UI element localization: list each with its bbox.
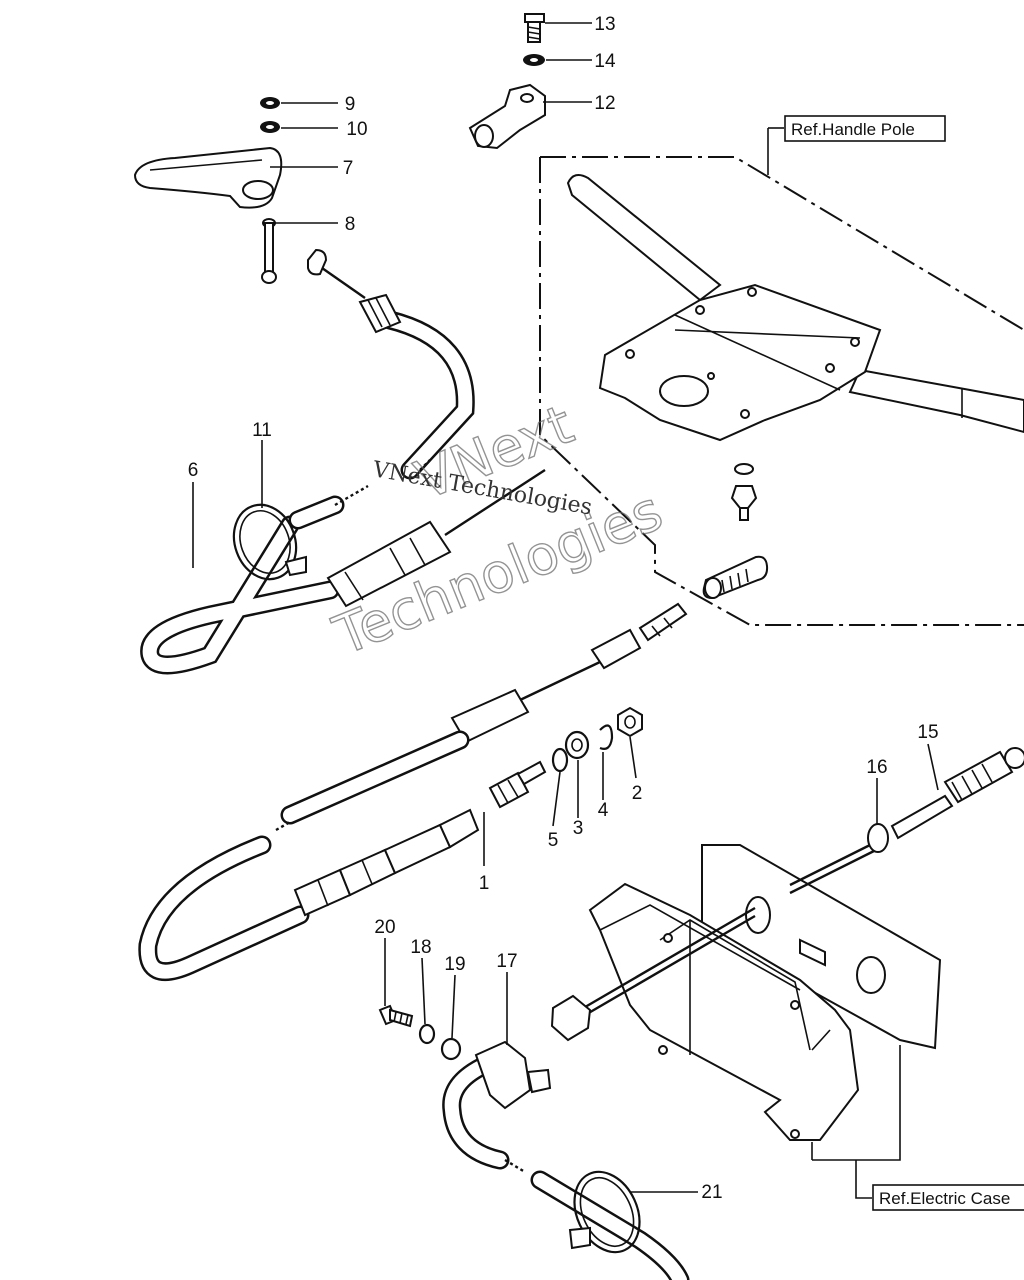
callout-4: 4 bbox=[598, 800, 609, 821]
callout-13: 13 bbox=[594, 14, 615, 35]
callout-1: 1 bbox=[479, 873, 490, 894]
callout-20: 20 bbox=[374, 917, 395, 938]
callout-10: 10 bbox=[346, 119, 367, 140]
callout-14: 14 bbox=[594, 51, 616, 72]
small-hardware bbox=[133, 13, 546, 299]
callout-8: 8 bbox=[345, 214, 356, 235]
cable-6 bbox=[140, 293, 546, 675]
clamp-11 bbox=[232, 503, 307, 581]
callout-21: 21 bbox=[701, 1182, 722, 1203]
callout-17: 17 bbox=[496, 951, 517, 972]
callout-3: 3 bbox=[573, 818, 584, 839]
callout-15: 15 bbox=[917, 722, 938, 743]
callout-9: 9 bbox=[345, 94, 356, 115]
callout-12: 12 bbox=[594, 93, 615, 114]
cable-1 bbox=[138, 602, 688, 982]
callout-16: 16 bbox=[866, 757, 887, 778]
ref-handle-pole-label: Ref.Handle Pole bbox=[791, 120, 915, 139]
callout-numbers: 1 2 3 4 5 6 7 8 9 10 11 12 13 14 15 16 1… bbox=[188, 14, 939, 1203]
washer-set bbox=[551, 706, 643, 773]
callout-11: 11 bbox=[252, 420, 272, 441]
callout-18: 18 bbox=[410, 937, 431, 958]
callout-2: 2 bbox=[632, 783, 643, 804]
callout-7: 7 bbox=[343, 158, 354, 179]
callout-6: 6 bbox=[188, 460, 199, 481]
ref-electric-case-label: Ref.Electric Case bbox=[879, 1189, 1010, 1208]
leader-lines bbox=[192, 22, 939, 1193]
watermark: VNext Technologies VNext Technologies bbox=[324, 392, 672, 668]
clamp-17-cable bbox=[378, 1004, 690, 1280]
callout-19: 19 bbox=[444, 954, 465, 975]
electric-case-assembly: Ref.Electric Case bbox=[550, 747, 1024, 1211]
handle-pole-assembly: Ref.Handle Pole bbox=[539, 115, 1024, 626]
callout-5: 5 bbox=[548, 830, 559, 851]
